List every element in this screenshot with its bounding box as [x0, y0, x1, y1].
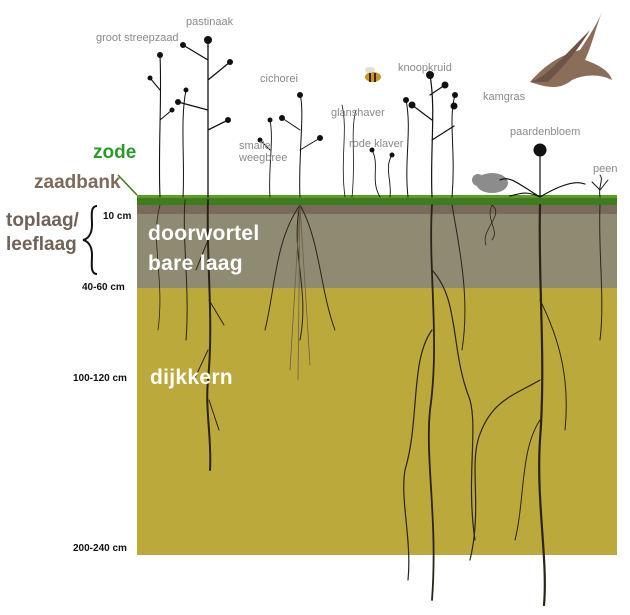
label-pastinaak: pastinaak — [186, 16, 233, 28]
label-zode: zode — [93, 142, 136, 164]
label-toplaag: toplaag/ — [6, 210, 79, 232]
label-peen: peen — [593, 163, 617, 175]
label-knoopkruid: knoopkruid — [398, 62, 452, 74]
label-cichorei: cichorei — [260, 73, 298, 85]
label-glanshaver: glanshaver — [331, 107, 385, 119]
depth-label-100-120cm: 100-120 cm — [73, 373, 127, 384]
label-smalle-weegbree-text: smalle weegbree — [239, 140, 287, 164]
zode-layer — [137, 197, 617, 205]
bird-of-prey-illustration — [530, 12, 612, 87]
label-rode-klaver: rode klaver — [349, 138, 403, 150]
depth-label-40-60cm: 40-60 cm — [82, 282, 125, 293]
zaadbank-layer — [137, 204, 617, 214]
bee-illustration — [365, 67, 381, 82]
depth-label-10cm: 10 cm — [103, 211, 131, 222]
label-paardenbloem: paardenbloem — [510, 126, 580, 138]
label-doorwortelbare-laag-line1: doorwortel — [148, 222, 260, 246]
label-zaadbank: zaadbank — [34, 172, 121, 194]
label-doorwortelbare-laag-line2: bare laag — [148, 252, 243, 276]
label-groot-streepzaad: groot streepzaad — [96, 32, 179, 44]
depth-label-200-240cm: 200-240 cm — [73, 543, 127, 554]
bracket — [83, 206, 97, 274]
label-kamgras: kamgras — [483, 91, 525, 103]
label-dijkkern: dijkkern — [150, 366, 233, 390]
flower-heads — [148, 36, 459, 158]
label-leeflaag: leeflaag — [6, 234, 77, 256]
label-smalle-weegbree: smalle weegbree — [239, 140, 283, 164]
